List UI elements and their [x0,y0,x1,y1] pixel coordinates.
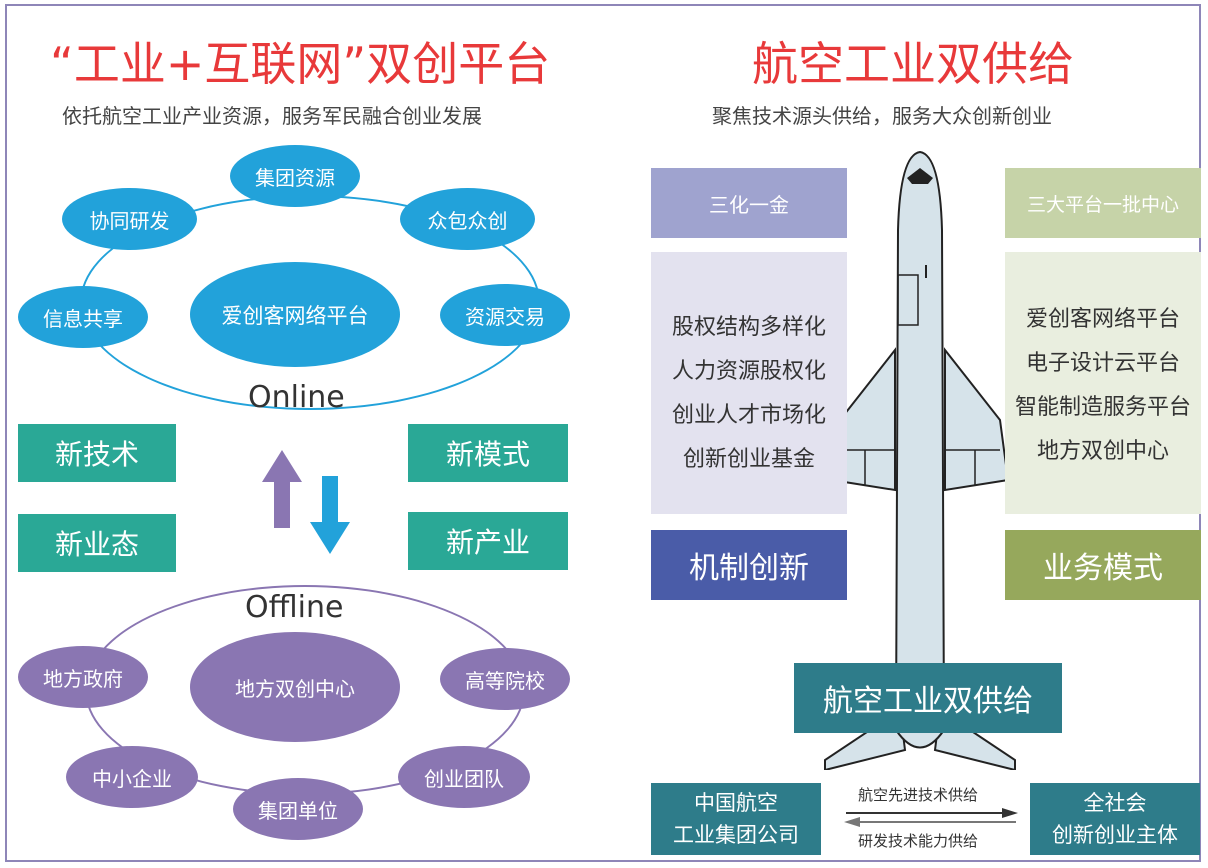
right-subtitle: 聚焦技术源头供给，服务大众创新创业 [712,104,1052,128]
box-new-model: 新模式 [408,424,568,482]
left-subtitle: 依托航空工业产业资源，服务军民融合创业发展 [62,104,482,128]
right-title: 航空工业双供给 [752,37,1074,91]
business-item: 地方双创中心 [1036,439,1169,464]
left-title: “工业+互联网”双创平台 [50,37,551,91]
online-node-crowdsourcing: 众包众创 [400,188,535,250]
online-node-resource-trading: 资源交易 [440,284,570,346]
online-node-info-sharing: 信息共享 [18,286,148,348]
flow-label-advanced-tech: 航空先进技术供给 [858,786,979,804]
business-item: 爱创客网络平台 [1025,307,1180,332]
airplane-icon [824,150,1016,770]
panel-three-one-fund: 三化一金 [651,168,847,238]
business-item: 智能制造服务平台 [1014,395,1191,420]
offline-node-smes: 中小企业 [66,746,198,808]
offline-label: Offline [245,590,344,625]
box-business-model: 业务模式 [1005,530,1201,600]
box-society-entrepreneurs: 全社会 创新创业主体 [1030,783,1200,855]
offline-node-local-government: 地方政府 [18,646,148,708]
panel-three-platforms: 三大平台一批中心 [1005,168,1201,238]
offline-center-node: 地方双创中心 [190,632,400,742]
online-node-collaborative-rd: 协同研发 [62,188,197,250]
center-label-dual-supply: 航空工业双供给 [794,663,1062,733]
panel-mechanism-list: 股权结构多样化 人力资源股权化 创业人才市场化 创新创业基金 [651,252,847,514]
offline-node-startup-teams: 创业团队 [398,746,530,808]
business-item: 电子设计云平台 [1025,351,1180,376]
offline-node-group-units: 集团单位 [233,778,363,840]
panel-business-list: 爱创客网络平台 电子设计云平台 智能制造服务平台 地方双创中心 [1005,252,1201,514]
online-label: Online [248,380,345,415]
offline-node-universities: 高等院校 [440,648,570,710]
mechanism-item: 人力资源股权化 [671,359,826,384]
online-node-group-resources: 集团资源 [230,145,360,207]
box-mechanism-innovation: 机制创新 [651,530,847,600]
bidirectional-arrows-icon [844,808,1018,827]
up-down-arrows-icon [262,450,350,554]
flow-label-rd-capability: 研发技术能力供给 [858,832,979,850]
box-new-industry: 新产业 [408,512,568,570]
box-new-business-form: 新业态 [18,514,176,572]
online-center-node: 爱创客网络平台 [190,262,400,367]
mechanism-item: 创业人才市场化 [671,403,826,428]
box-new-technology: 新技术 [18,424,176,482]
mechanism-item: 创新创业基金 [682,447,815,472]
mechanism-item: 股权结构多样化 [671,315,826,340]
box-avic: 中国航空 工业集团公司 [651,783,821,855]
